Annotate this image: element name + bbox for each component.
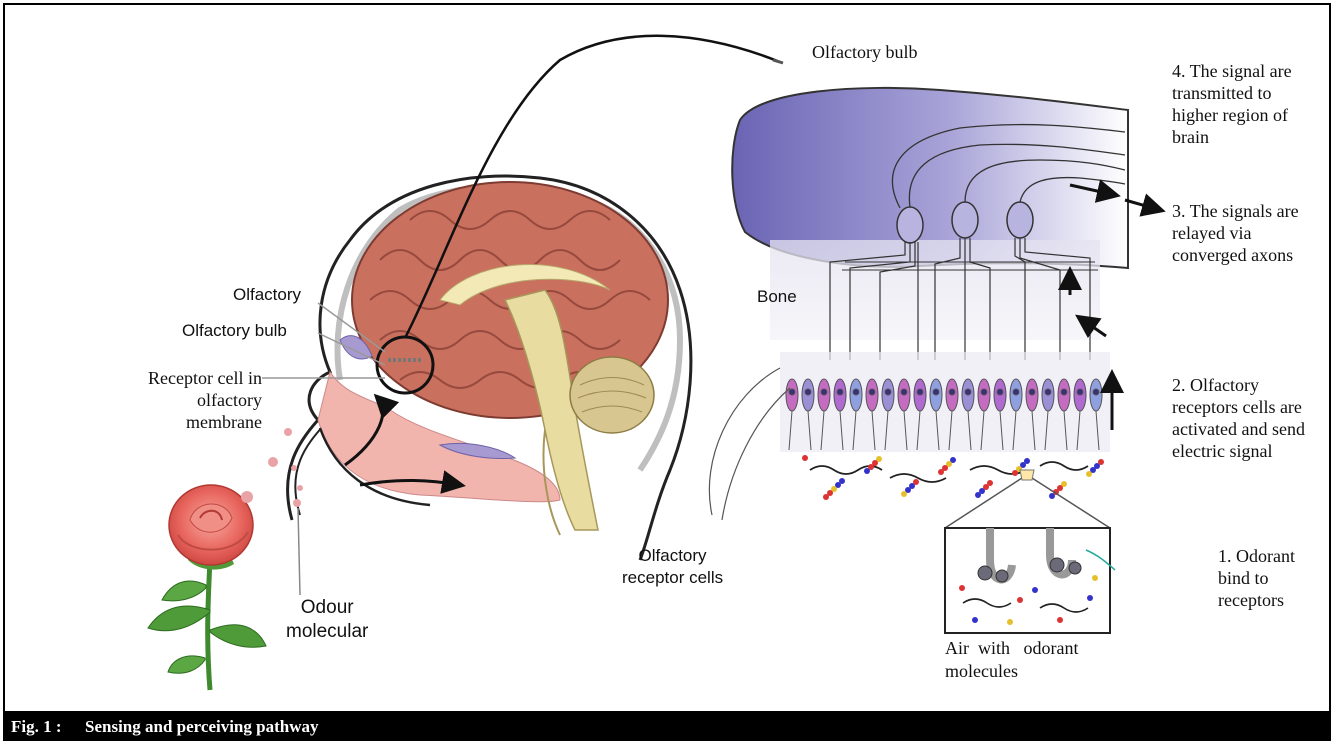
figure-number: Fig. 1 : <box>11 713 62 741</box>
air-with-odorant-label: Air with odorant <box>945 637 1078 659</box>
receptor-cell-nucleus <box>885 389 891 395</box>
receptor-cell-nucleus <box>917 389 923 395</box>
receptor-cell-nucleus <box>901 389 907 395</box>
receptor-cell-nucleus <box>933 389 939 395</box>
receptor-cell-nucleus <box>965 389 971 395</box>
odorant-molecule <box>823 494 829 500</box>
receptor-cell-nucleus <box>837 389 843 395</box>
odorant-molecule <box>975 492 981 498</box>
odorant-molecule <box>1086 471 1092 477</box>
step-4-label: 4. The signal are transmitted to higher … <box>1172 60 1292 148</box>
olfactory-receptor-cells-label: Olfactory receptor cells <box>622 545 723 589</box>
step-1-label: 1. Odorant bind to receptors <box>1218 545 1295 611</box>
odorant-molecule <box>802 455 808 461</box>
step-2-label: 2. Olfactory receptors cells are activat… <box>1172 374 1305 462</box>
figure-caption-text: Sensing and perceiving pathway <box>85 713 318 741</box>
olfactory-label: Olfactory <box>233 284 301 306</box>
receptor-cell-nucleus <box>1029 389 1035 395</box>
receptor-cell-nucleus <box>997 389 1003 395</box>
odorant-molecule <box>901 491 907 497</box>
molecules-label: molecules <box>945 660 1018 682</box>
odour-molecule-dots <box>241 428 303 507</box>
receptor-cell-nucleus <box>869 389 875 395</box>
receptor-cell-nucleus <box>1077 389 1083 395</box>
olfactory-bulb-top-label: Olfactory bulb <box>812 41 917 63</box>
receptor-cell-nucleus <box>821 389 827 395</box>
receptor-cell-nucleus <box>1093 389 1099 395</box>
odorant-molecule <box>1012 470 1018 476</box>
odour-label: Odour molecular <box>286 596 368 644</box>
receptor-cell-nucleus <box>789 389 795 395</box>
step-3-label: 3. The signals are relayed via converged… <box>1172 200 1299 266</box>
receptor-cell-nucleus <box>853 389 859 395</box>
olfactory-bulb-left-label: Olfactory bulb <box>182 320 287 342</box>
bone-label: Bone <box>757 286 797 308</box>
receptor-cell-nucleus <box>1013 389 1019 395</box>
odorant-molecule <box>1049 493 1055 499</box>
receptor-cell-nucleus <box>949 389 955 395</box>
receptor-cell-label: Receptor cell in olfactory membrane <box>122 367 262 433</box>
receptor-cell-nucleus <box>805 389 811 395</box>
receptor-cell-nucleus <box>1045 389 1051 395</box>
receptor-cell-nucleus <box>981 389 987 395</box>
odorant-molecule <box>938 469 944 475</box>
figure-caption-bar: Fig. 1 : Sensing and perceiving pathway <box>3 713 1331 741</box>
olfactory-bulb-detail <box>709 88 1160 633</box>
rose-flower-icon <box>148 485 266 690</box>
receptor-cell-nucleus <box>1061 389 1067 395</box>
odorant-molecule <box>864 468 870 474</box>
head-cross-section <box>262 36 783 560</box>
